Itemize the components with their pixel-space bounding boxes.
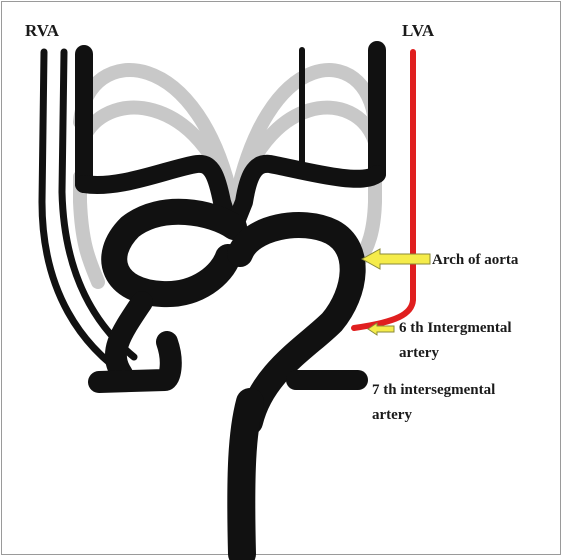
label-arch-of-aorta: Arch of aorta bbox=[432, 252, 519, 268]
descending-aorta bbox=[241, 402, 250, 554]
label-seventh-line1: 7 th intersegmental bbox=[372, 382, 495, 398]
label-rva: RVA bbox=[25, 21, 60, 40]
label-sixth-line2: artery bbox=[399, 345, 439, 361]
right-subclavian-loop bbox=[116, 302, 142, 374]
arrow-arch-of-aorta bbox=[362, 249, 430, 269]
label-sixth-line1: 6 th Intergmental bbox=[399, 320, 512, 336]
label-seventh-line2: artery bbox=[372, 407, 412, 423]
label-lva: LVA bbox=[402, 21, 435, 40]
aortic-arch-left-lobe bbox=[114, 212, 234, 294]
grey-left-dorsal-aorta bbox=[360, 177, 375, 260]
